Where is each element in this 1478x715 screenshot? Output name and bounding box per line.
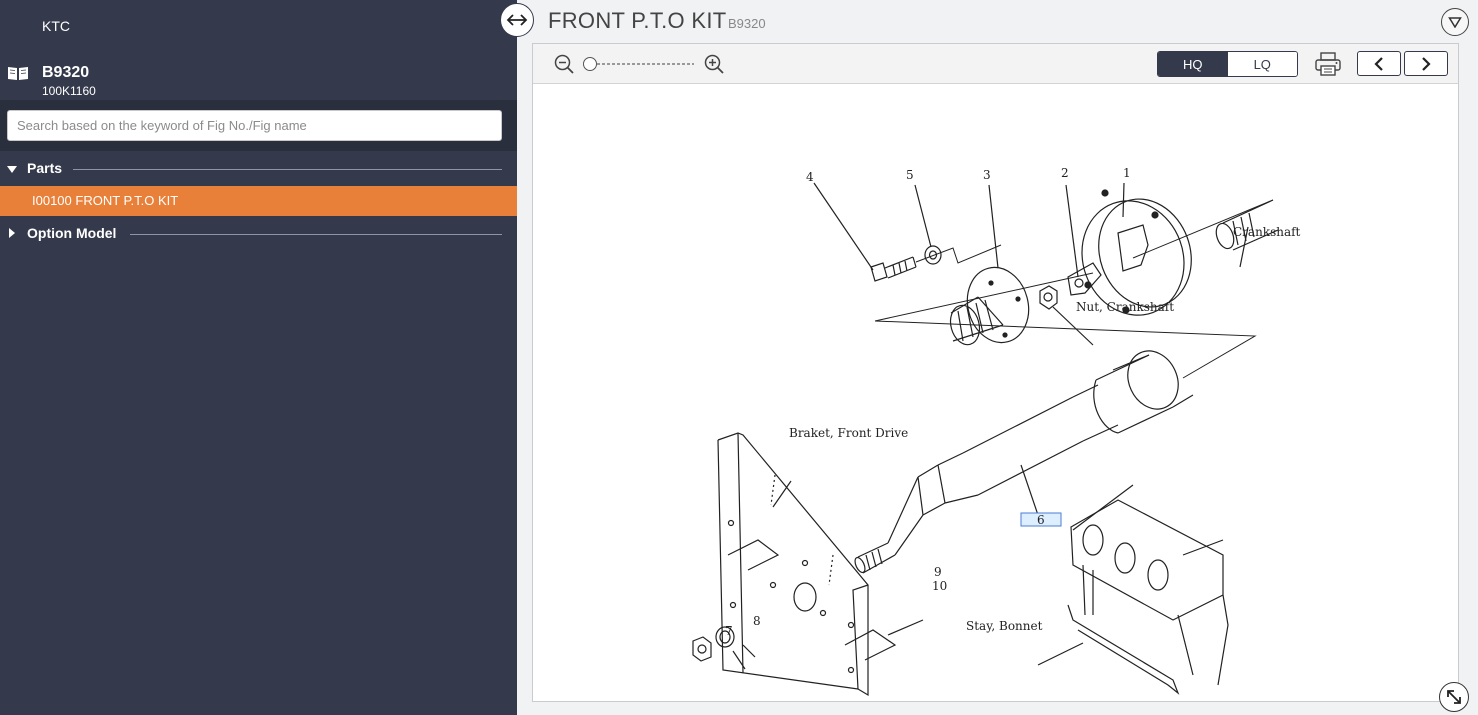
parts-list-item-label: I00100 FRONT P.T.O KIT — [32, 193, 179, 208]
expand-diagonal-icon — [1447, 690, 1461, 704]
nut-crankshaft-part — [1039, 285, 1058, 310]
next-figure-button[interactable] — [1404, 51, 1448, 76]
zoom-slider-handle[interactable] — [583, 57, 597, 71]
callout-6-highlight[interactable] — [1020, 512, 1062, 527]
prev-figure-button[interactable] — [1357, 51, 1401, 76]
zoom-in-icon[interactable] — [704, 54, 724, 74]
caret-down-icon — [7, 166, 17, 173]
fullscreen-button[interactable] — [1439, 682, 1469, 712]
nut-part — [692, 636, 712, 662]
callout-10[interactable]: 10 — [932, 579, 947, 593]
plate-part — [1067, 262, 1102, 296]
divider — [73, 169, 502, 170]
sidebar-toggle-button[interactable] — [500, 3, 534, 37]
model-serial: 100K1160 — [42, 84, 96, 98]
bracket-front-drive-part — [717, 432, 897, 697]
model-code: B9320 — [42, 64, 90, 81]
pulley-part — [1081, 189, 1192, 316]
washer-part — [924, 245, 942, 265]
book-icon — [8, 67, 28, 80]
quality-lq-button[interactable]: LQ — [1227, 52, 1297, 76]
page-title: FRONT P.T.O KIT — [548, 8, 727, 33]
zoom-slider-ticks — [595, 63, 694, 65]
callout-3[interactable]: 3 — [983, 168, 991, 182]
callout-1[interactable]: 1 — [1123, 166, 1131, 180]
chevron-left-icon — [1374, 56, 1383, 71]
callout-7[interactable]: 7 — [725, 624, 733, 638]
search-input[interactable] — [7, 110, 502, 141]
section-option-model[interactable]: Option Model — [0, 223, 517, 245]
section-parts[interactable]: Parts — [0, 158, 517, 180]
viewer-toolbar: HQ LQ — [533, 44, 1458, 84]
label-crankshaft: Crankshaft — [1233, 225, 1301, 239]
callout-2[interactable]: 2 — [1061, 166, 1069, 180]
callout-6[interactable]: 6 — [1037, 513, 1045, 527]
quality-hq-button[interactable]: HQ — [1158, 52, 1228, 76]
section-option-model-label: Option Model — [27, 225, 117, 241]
callout-4[interactable]: 4 — [806, 170, 814, 184]
sidebar: KTC B9320 100K1160 Parts I00100 FRONT P.… — [0, 0, 517, 715]
triangle-down-icon — [1448, 17, 1462, 28]
lock-washer-part — [715, 626, 735, 648]
printer-icon[interactable] — [1313, 51, 1343, 77]
label-stay-bonnet: Stay, Bonnet — [966, 619, 1043, 633]
menu-button[interactable] — [1441, 8, 1469, 36]
zoom-out-icon[interactable] — [554, 54, 574, 74]
chevron-right-icon — [1422, 56, 1431, 71]
label-braket-front-drive: Braket, Front Drive — [789, 426, 908, 440]
front-drive-shaft-part — [854, 350, 1194, 574]
page-subtitle: B9320 — [728, 16, 766, 31]
callout-9[interactable]: 9 — [934, 565, 942, 579]
divider — [130, 234, 502, 235]
callout-8[interactable]: 8 — [753, 614, 761, 628]
parts-diagram[interactable]: 1 2 3 4 5 6 7 8 9 10 Crankshaft Nut, Cra… — [533, 85, 1458, 701]
stay-bonnet-part — [1067, 484, 1229, 695]
parts-list-item-active[interactable]: I00100 FRONT P.T.O KIT — [0, 186, 517, 216]
label-nut-crankshaft: Nut, Crankshaft — [1076, 300, 1174, 314]
bolt-part — [870, 256, 917, 282]
caret-right-icon — [9, 228, 15, 238]
callout-5[interactable]: 5 — [906, 168, 914, 182]
section-parts-label: Parts — [27, 160, 63, 176]
crankshaft-part — [1215, 199, 1279, 251]
quality-toggle: HQ LQ — [1157, 51, 1298, 77]
expand-horizontal-icon — [506, 14, 528, 26]
figure-viewer: HQ LQ — [532, 43, 1459, 702]
brand-name: KTC — [42, 18, 70, 34]
splined-hub-part — [949, 266, 1030, 346]
